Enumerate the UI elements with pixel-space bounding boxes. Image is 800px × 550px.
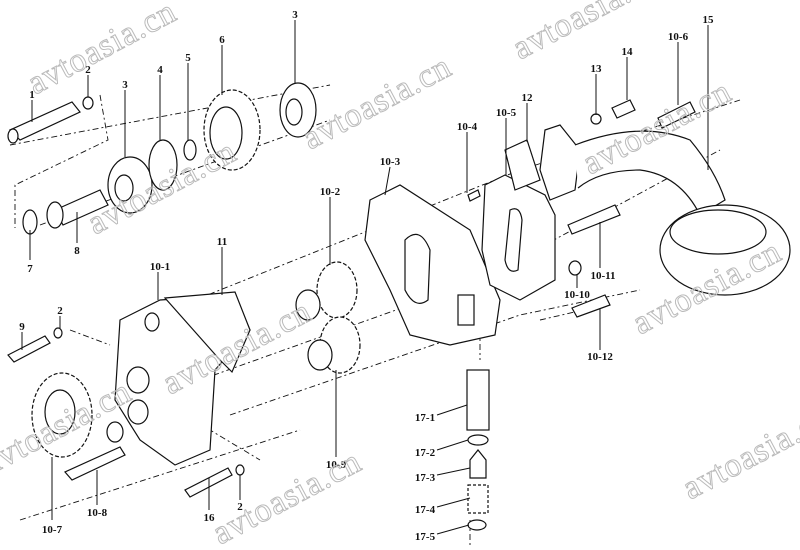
callout-2-top: 2: [85, 64, 91, 76]
callout-4: 4: [157, 64, 163, 76]
callout-2-bottom: 2: [237, 501, 243, 513]
gear-10-7: [31, 372, 93, 458]
bearing-3-top: [279, 82, 317, 138]
snap-ring-4: [148, 139, 178, 191]
washer-2-top: [82, 96, 94, 110]
bolt-14: [611, 99, 636, 119]
callout-2-left: 2: [57, 305, 63, 317]
gasket-12: [504, 139, 541, 191]
washer-5: [183, 139, 197, 161]
watermark: avtoasia.cn: [21, 0, 182, 102]
callout-10-9: 10-9: [326, 459, 347, 471]
callout-7: 7: [27, 263, 33, 275]
shaft-8: [46, 189, 109, 229]
relief-valve-17: [466, 369, 490, 531]
callout-6: 6: [219, 34, 225, 46]
bolt-10-6: [657, 101, 696, 129]
drive-gear-10-2: [295, 261, 358, 321]
bolt-10-8: [64, 446, 126, 481]
callout-1: 1: [29, 89, 35, 101]
callout-10-1: 10-1: [150, 261, 170, 273]
callout-13: 13: [591, 63, 603, 75]
watermark: avtoasia.cn: [676, 398, 800, 507]
callout-10-12: 10-12: [587, 351, 613, 363]
callout-11: 11: [217, 236, 227, 248]
gasket-11: [163, 291, 251, 374]
callout-10-11: 10-11: [590, 270, 615, 282]
leader-lines: [21, 20, 709, 535]
bolt-10-11: [567, 204, 621, 235]
callout-17-1: 17-1: [415, 412, 435, 424]
bolt-1: [7, 101, 81, 144]
callout-10-7: 10-7: [42, 524, 63, 536]
callout-14: 14: [622, 46, 634, 58]
watermark: avtoasia.cn: [206, 443, 367, 550]
callout-17-2: 17-2: [415, 447, 436, 459]
callout-labels: 1 2 3 4 5 6 3 7 8 9 2 2 10-1 10-2 10-3 1…: [19, 9, 714, 543]
suction-pipe-15: [539, 124, 791, 296]
washer-13: [590, 113, 602, 125]
callout-10-8: 10-8: [87, 507, 108, 519]
plate-10-5: [481, 174, 556, 301]
callout-3-top: 3: [292, 9, 298, 21]
watermark: avtoasia.cn: [506, 0, 667, 67]
callout-8: 8: [74, 245, 80, 257]
callout-10-6: 10-6: [668, 31, 689, 43]
callout-5: 5: [185, 52, 191, 64]
callout-12: 12: [522, 92, 534, 104]
gear-6: [203, 89, 261, 171]
pump-body-10-3: [364, 184, 501, 346]
callout-3-left: 3: [122, 79, 128, 91]
callout-10-4: 10-4: [457, 121, 478, 133]
callout-10-5: 10-5: [496, 107, 517, 119]
washer-2-left: [53, 327, 63, 339]
callout-16: 16: [204, 512, 216, 524]
callout-10-2: 10-2: [320, 186, 341, 198]
bolt-10-12: [571, 294, 611, 318]
callout-10-3: 10-3: [380, 156, 401, 168]
pin-10-4: [467, 189, 481, 202]
callout-10-10: 10-10: [564, 289, 590, 301]
driven-gear-10-9: [307, 316, 361, 374]
washer-2-bottom: [235, 464, 245, 476]
bearing-3-left: [107, 156, 153, 214]
nut-10-10: [568, 260, 582, 276]
callout-15: 15: [703, 14, 715, 26]
callout-9: 9: [19, 321, 25, 333]
callout-17-3: 17-3: [415, 472, 436, 484]
bolt-9: [7, 335, 51, 363]
callout-17-5: 17-5: [415, 531, 436, 543]
callout-17-4: 17-4: [415, 504, 436, 516]
watermark: avtoasia.cn: [296, 48, 457, 157]
